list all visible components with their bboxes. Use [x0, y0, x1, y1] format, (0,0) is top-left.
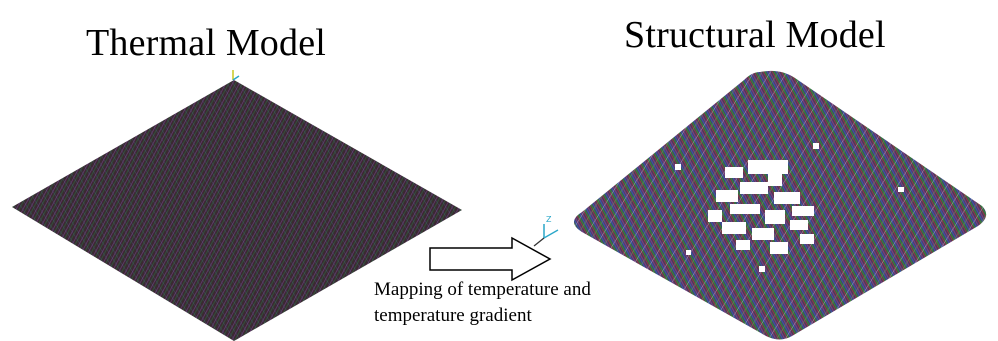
mapping-caption-line1: Mapping of temperature and: [374, 279, 591, 300]
axis-triad-icon: [232, 70, 240, 81]
mapping-caption-line2: temperature gradient: [374, 305, 532, 326]
structural-model-title: Structural Model: [624, 14, 886, 56]
coordinate-triad-icon: Z: [533, 215, 559, 247]
structural-plate: [574, 70, 987, 340]
mapping-arrow-icon: [429, 236, 552, 282]
svg-text:Z: Z: [546, 215, 552, 224]
thermal-model-title: Thermal Model: [86, 22, 327, 64]
thermal-mesh-panel: [12, 70, 462, 341]
structural-cutouts: [675, 143, 904, 272]
structural-mesh-panel: Z: [533, 70, 987, 340]
